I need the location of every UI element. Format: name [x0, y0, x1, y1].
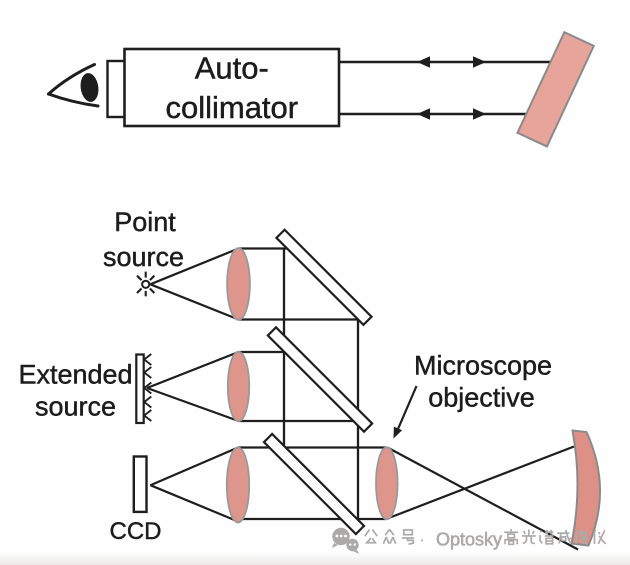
svg-text:objective: objective — [428, 383, 535, 413]
svg-text:Point: Point — [114, 207, 176, 237]
svg-text:Auto-: Auto- — [195, 51, 269, 86]
svg-text:Microscope: Microscope — [414, 351, 552, 381]
svg-text:Extended: Extended — [18, 360, 132, 390]
svg-text:·: · — [419, 530, 425, 550]
svg-text:source: source — [35, 392, 116, 422]
svg-text:Optosky: Optosky — [436, 530, 502, 550]
svg-text:CCD: CCD — [110, 518, 162, 545]
svg-text:source: source — [103, 242, 184, 272]
svg-text:collimator: collimator — [165, 90, 298, 125]
